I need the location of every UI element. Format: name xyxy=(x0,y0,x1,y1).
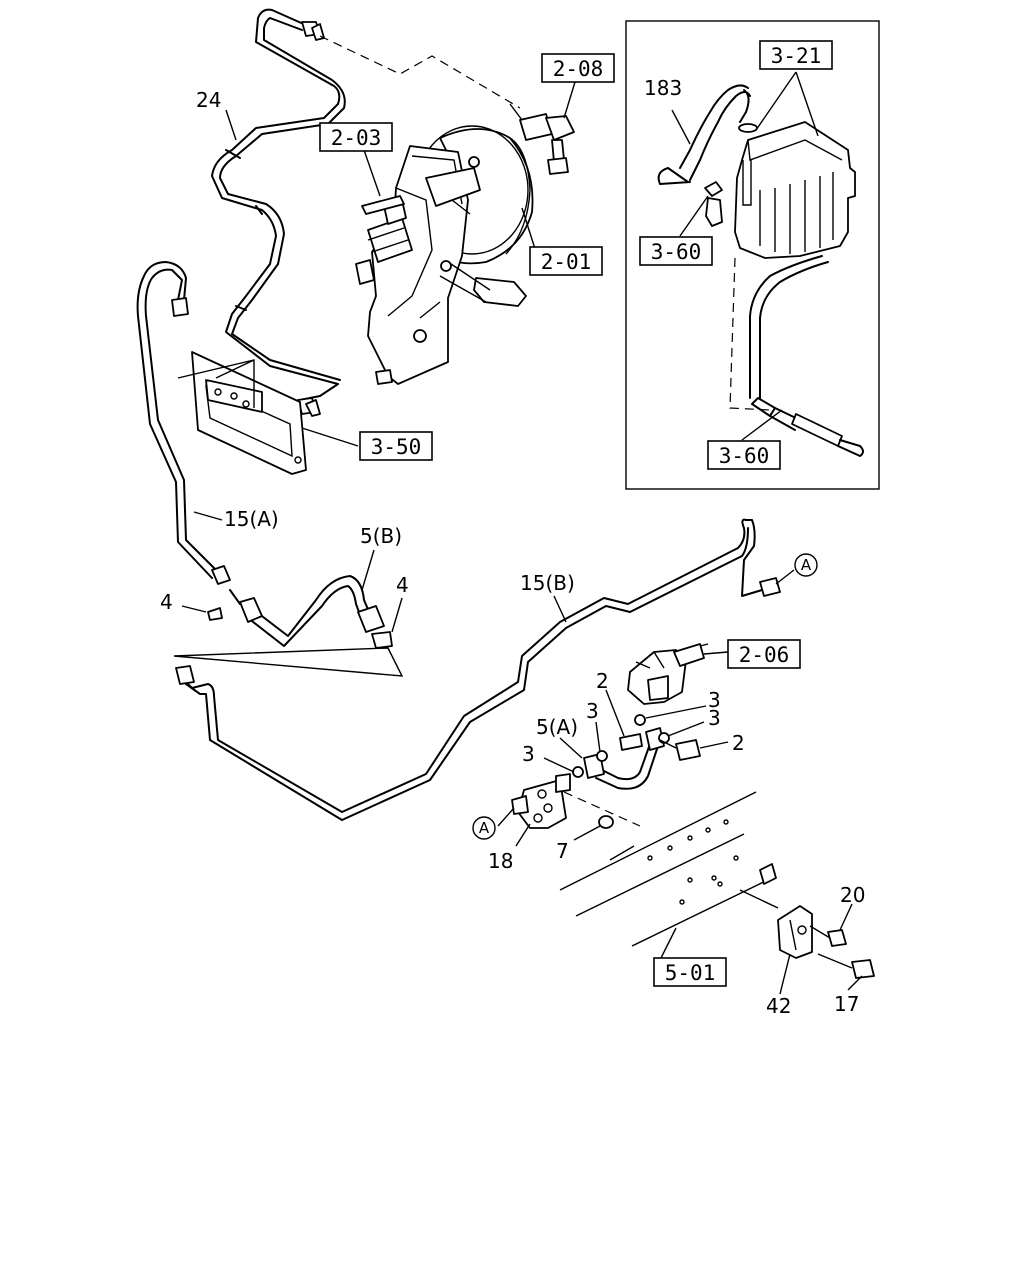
label-5a: 5(A) xyxy=(536,715,578,739)
ref-box-3-60-lower: 3-60 xyxy=(707,440,781,470)
reservoir-hose-183 xyxy=(657,84,751,185)
ref-box-2-08-text: 2-08 xyxy=(553,57,604,81)
reservoir-supply-hose xyxy=(729,255,864,457)
washer-7 xyxy=(598,815,614,829)
bracket-42 xyxy=(777,905,875,979)
label-17: 17 xyxy=(834,992,859,1016)
pipe-24-to-valve-dashed xyxy=(319,35,521,109)
label-24: 24 xyxy=(196,88,221,112)
leader-183 xyxy=(671,109,691,145)
leader-2-03 xyxy=(363,149,381,197)
ref-box-2-08: 2-08 xyxy=(541,53,615,83)
ref-box-3-50: 3-50 xyxy=(359,431,433,461)
leader-2a xyxy=(605,689,625,737)
gasket-2-03 xyxy=(361,195,405,215)
leader-3b xyxy=(645,705,707,719)
ref-box-2-03-text: 2-03 xyxy=(331,126,382,150)
marker-a-lower: A xyxy=(472,816,496,840)
label-2-upper: 2 xyxy=(596,669,609,693)
leader-marker-a2 xyxy=(497,807,515,827)
label-4-right: 4 xyxy=(396,573,409,597)
leader-20 xyxy=(839,903,853,931)
marker-a-upper: A xyxy=(794,553,818,577)
label-3-left: 3 xyxy=(522,742,535,766)
label-183: 183 xyxy=(644,76,682,100)
leader-15a xyxy=(193,511,223,521)
leader-5b xyxy=(361,549,375,591)
clip-4-right xyxy=(371,631,393,649)
reference-triangle xyxy=(173,647,404,677)
leader-3-50 xyxy=(301,427,359,447)
marker-a-lower-text: A xyxy=(479,819,490,837)
leader-5-01 xyxy=(659,927,677,961)
label-20: 20 xyxy=(840,883,865,907)
label-7: 7 xyxy=(556,839,569,863)
ref-box-2-03: 2-03 xyxy=(319,122,393,152)
pipe-24 xyxy=(211,8,346,417)
bolts-washers xyxy=(572,714,701,778)
ref-box-3-60-upper: 3-60 xyxy=(639,236,713,266)
label-4-left: 4 xyxy=(160,590,173,614)
ref-box-2-01: 2-01 xyxy=(529,246,603,276)
clutch-master-cylinder-assembly xyxy=(355,125,534,385)
bracket-18 xyxy=(511,773,571,829)
leader-3c xyxy=(543,757,575,773)
inset-clip xyxy=(704,181,723,227)
leader-42 xyxy=(779,953,791,995)
leader-3-60b xyxy=(741,409,783,441)
leader-2-08 xyxy=(563,81,576,119)
clip-4-left xyxy=(207,607,223,621)
ref-box-3-21: 3-21 xyxy=(759,40,833,70)
leader-2b xyxy=(699,741,729,749)
label-3-right-upper: 3 xyxy=(708,688,721,712)
label-3-upper: 3 xyxy=(586,699,599,723)
leader-3-21 xyxy=(755,71,819,137)
leader-15b xyxy=(553,595,567,623)
ref-box-3-60-upper-text: 3-60 xyxy=(651,240,702,264)
ref-box-5-01: 5-01 xyxy=(653,957,727,987)
ref-box-2-01-text: 2-01 xyxy=(541,250,592,274)
leader-2-01 xyxy=(521,207,537,253)
leader-3-60a xyxy=(679,195,709,237)
label-3-right: 3 xyxy=(708,706,721,730)
ref-box-5-01-text: 5-01 xyxy=(665,961,716,985)
leader-3a xyxy=(595,721,601,753)
leader-4-right xyxy=(391,597,403,633)
slave-cylinder-2-06 xyxy=(627,643,709,705)
leader-2-06 xyxy=(703,651,729,655)
ref-box-3-50-text: 3-50 xyxy=(371,435,422,459)
leader-17 xyxy=(847,975,863,991)
reservoir-tank xyxy=(734,121,856,259)
ref-box-3-60-lower-text: 3-60 xyxy=(719,444,770,468)
label-2-right: 2 xyxy=(732,731,745,755)
hose-5b xyxy=(229,575,385,647)
leader-4-left xyxy=(181,605,207,613)
marker-a-upper-text: A xyxy=(801,556,812,574)
leader-marker-a1 xyxy=(775,569,795,585)
label-15b: 15(B) xyxy=(520,571,575,595)
leader-7 xyxy=(573,825,601,841)
leader-24 xyxy=(225,109,237,141)
hose-5a xyxy=(583,727,665,790)
leader-5a xyxy=(559,737,583,759)
ref-box-2-06-text: 2-06 xyxy=(739,643,790,667)
reservoir-inset-frame xyxy=(625,20,880,490)
valve-2-08 xyxy=(509,103,575,175)
leader-3d xyxy=(667,721,705,737)
leader-18 xyxy=(515,823,531,847)
frame-rail-5-01 xyxy=(559,791,779,947)
label-15a: 15(A) xyxy=(224,507,279,531)
label-18: 18 xyxy=(488,849,513,873)
ref-box-3-21-text: 3-21 xyxy=(771,44,822,68)
pipe-15a xyxy=(136,261,231,585)
ref-box-2-06: 2-06 xyxy=(727,639,801,669)
bracket-3-50 xyxy=(177,351,307,475)
label-5b: 5(B) xyxy=(360,524,402,548)
pipe-15b xyxy=(175,518,781,821)
label-42: 42 xyxy=(766,994,791,1018)
